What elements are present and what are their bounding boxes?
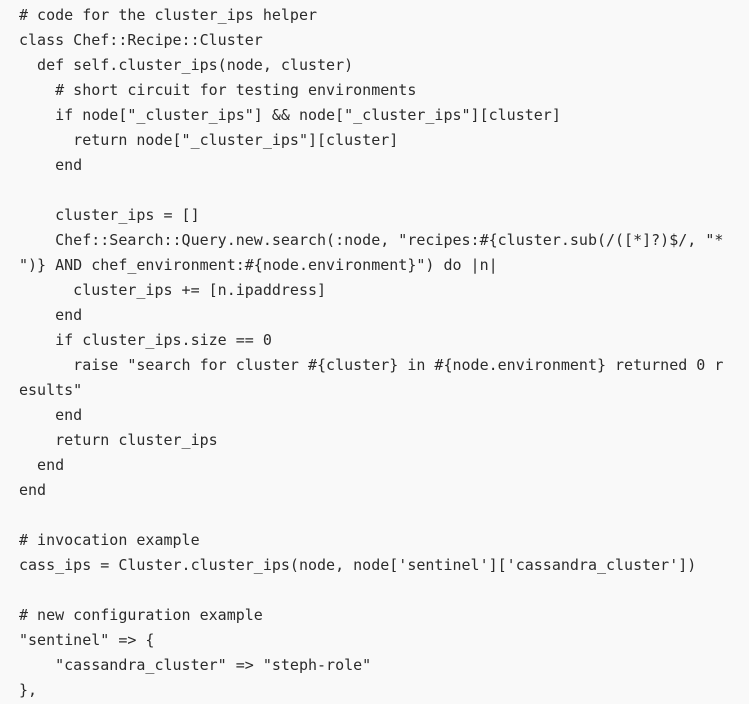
code-line <box>19 503 749 528</box>
code-line: return cluster_ips <box>19 431 218 449</box>
code-line: esults" <box>19 381 83 399</box>
code-line: # invocation example <box>19 531 200 549</box>
code-line: if node["_cluster_ips"] && node["_cluste… <box>19 106 561 124</box>
code-line: Chef::Search::Query.new.search(:node, "r… <box>19 231 724 249</box>
code-line <box>19 578 749 603</box>
code-line: def self.cluster_ips(node, cluster) <box>19 56 354 74</box>
code-line: return node["_cluster_ips"][cluster] <box>19 131 399 149</box>
code-line: "cassandra_cluster" => "steph-role" <box>19 656 372 674</box>
code-line <box>19 178 749 203</box>
code-line: # short circuit for testing environments <box>19 81 417 99</box>
code-line: end <box>19 406 83 424</box>
code-line: end <box>19 306 83 324</box>
code-line: end <box>19 481 47 499</box>
code-line: "sentinel" => { <box>19 631 155 649</box>
code-line: }, <box>19 681 38 699</box>
code-line: ")} AND chef_environment:#{node.environm… <box>19 256 498 274</box>
code-line: raise "search for cluster #{cluster} in … <box>19 356 724 374</box>
code-line: # code for the cluster_ips helper <box>19 6 318 24</box>
code-line: end <box>19 156 83 174</box>
code-line: if cluster_ips.size == 0 <box>19 331 272 349</box>
code-line: cluster_ips = [] <box>19 206 200 224</box>
code-line: class Chef::Recipe::Cluster <box>19 31 263 49</box>
code-line: cass_ips = Cluster.cluster_ips(node, nod… <box>19 556 697 574</box>
code-line: end <box>19 456 65 474</box>
code-line: # new configuration example <box>19 606 263 624</box>
code-line: cluster_ips += [n.ipaddress] <box>19 281 327 299</box>
